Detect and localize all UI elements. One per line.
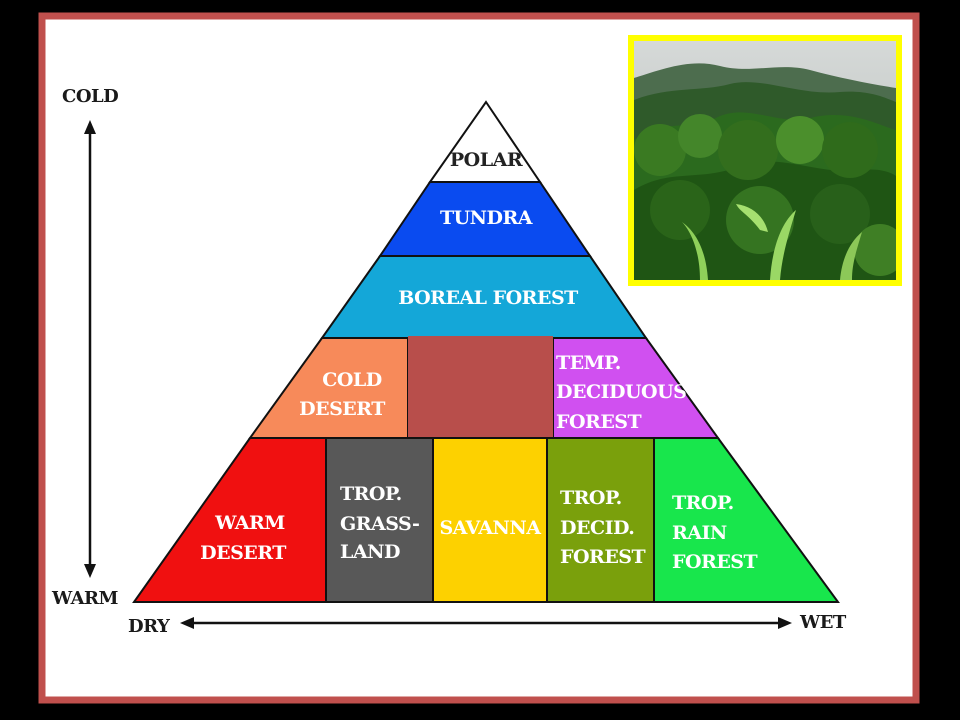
tier-trop-grassland xyxy=(325,437,434,603)
label-cold-desert-2: DESERT xyxy=(299,398,385,420)
label-trop-grassland-3: LAND xyxy=(340,541,400,563)
label-polar: POLAR xyxy=(450,149,523,171)
label-trop-rain-2: RAIN xyxy=(672,522,727,544)
label-cold-desert-1: COLD xyxy=(322,369,382,391)
label-temp-deciduous-2: DECIDUOUS xyxy=(556,381,686,403)
label-trop-decid-1: TROP. xyxy=(560,487,622,509)
axis-label-cold: COLD xyxy=(62,86,118,107)
arrow-down-icon xyxy=(84,564,96,578)
axis-label-dry: DRY xyxy=(128,616,171,637)
label-trop-decid-2: DECID. xyxy=(560,517,634,539)
label-trop-grassland-2: GRASS- xyxy=(340,513,419,535)
label-temp-deciduous-1: TEMP. xyxy=(556,352,621,374)
label-savanna: SAVANNA xyxy=(439,517,541,539)
label-trop-rain-1: TROP. xyxy=(672,492,734,514)
label-warm-desert-1: WARM xyxy=(214,512,285,534)
label-tundra: TUNDRA xyxy=(440,207,533,229)
label-trop-grassland-1: TROP. xyxy=(340,483,402,505)
arrow-right-icon xyxy=(778,617,792,629)
biome-pyramid xyxy=(132,100,840,603)
label-boreal-forest: BOREAL FOREST xyxy=(398,287,578,309)
label-warm-desert-2: DESERT xyxy=(200,542,286,564)
arrow-up-icon xyxy=(84,120,96,134)
label-trop-decid-3: FOREST xyxy=(560,546,646,568)
rainforest-photo xyxy=(628,35,902,286)
axis-label-warm: WARM xyxy=(51,588,118,609)
arrow-left-icon xyxy=(180,617,194,629)
axis-label-wet: WET xyxy=(799,612,847,633)
tier-trop-decid-forest xyxy=(546,437,655,603)
tier-savanna xyxy=(432,437,548,603)
hidden-biome-box xyxy=(408,336,553,440)
label-trop-rain-3: FOREST xyxy=(672,551,758,573)
tier-trop-rain-forest xyxy=(653,437,840,603)
label-temp-deciduous-3: FOREST xyxy=(556,411,642,433)
